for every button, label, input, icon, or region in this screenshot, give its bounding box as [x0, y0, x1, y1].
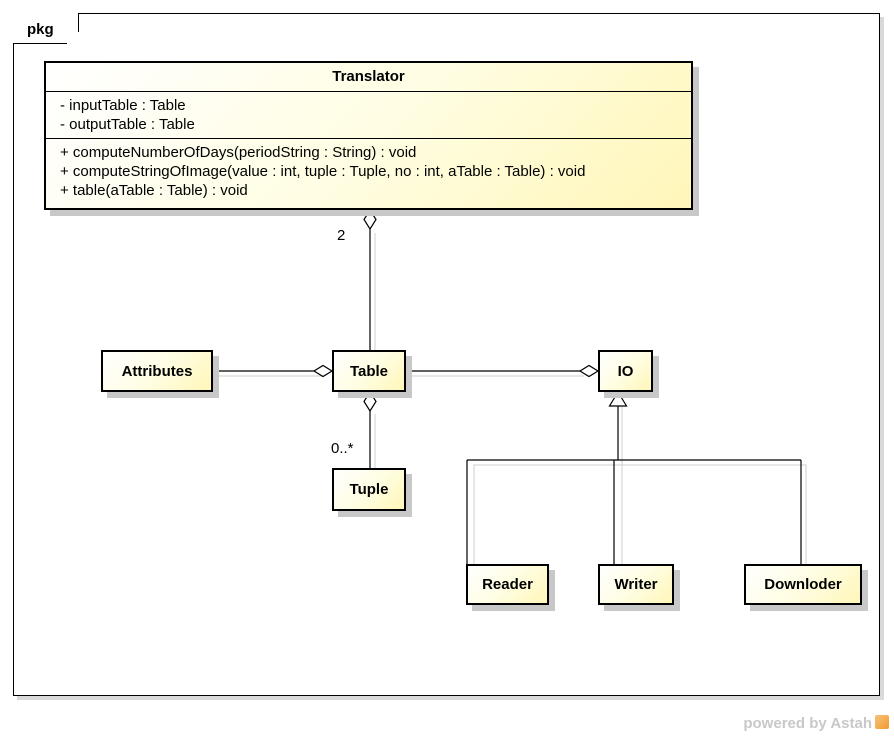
operation-row: + computeStringOfImage(value : int, tupl… [60, 163, 586, 180]
operation-compartment: + computeNumberOfDays(periodString : Str… [46, 139, 691, 200]
aggregation-translator-table [363, 208, 377, 350]
aggregation-io-table [406, 364, 600, 378]
class-translator[interactable]: Translator - inputTable : Table - output… [44, 61, 693, 210]
multiplicity-label: 0..* [331, 440, 354, 457]
powered-by-text: powered by Astah [743, 715, 872, 732]
class-reader[interactable]: Reader [466, 564, 549, 605]
attribute-compartment: - inputTable : Table - outputTable : Tab… [46, 92, 691, 139]
class-tuple[interactable]: Tuple [332, 468, 406, 511]
class-table[interactable]: Table [332, 350, 406, 392]
package-tab [13, 13, 79, 44]
class-name: Translator [46, 63, 691, 92]
aggregation-table-attributes [214, 364, 334, 378]
class-writer[interactable]: Writer [598, 564, 674, 605]
class-attributes[interactable]: Attributes [101, 350, 213, 392]
operation-row: + computeNumberOfDays(periodString : Str… [60, 144, 417, 161]
package-label: pkg [27, 21, 54, 38]
package-frame [13, 13, 880, 696]
multiplicity-label: 2 [337, 227, 346, 244]
astah-logo-icon [875, 715, 889, 729]
generalization-tree [466, 390, 802, 564]
class-io[interactable]: IO [598, 350, 653, 392]
operation-row: + table(aTable : Table) : void [60, 182, 248, 199]
class-downloder[interactable]: Downloder [744, 564, 862, 605]
attribute-row: - outputTable : Table [60, 116, 195, 133]
aggregation-table-tuple [363, 390, 377, 468]
attribute-row: - inputTable : Table [60, 97, 186, 114]
